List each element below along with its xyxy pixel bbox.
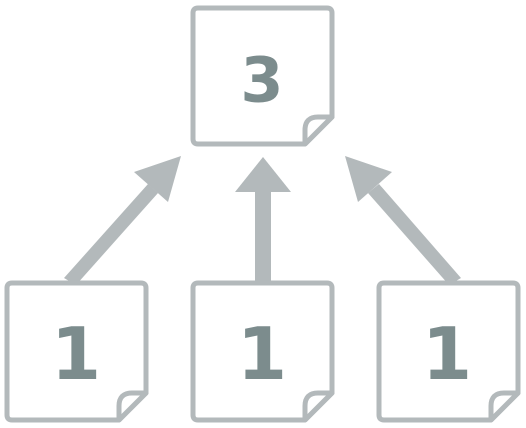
folded-corner-icon (302, 114, 335, 147)
arrow-left-shaft (64, 184, 158, 285)
folded-corner-icon (116, 390, 149, 423)
arrow-left-head (134, 156, 181, 202)
bottom-document-middle: 1 (190, 280, 335, 423)
top-document-number: 3 (240, 44, 283, 117)
arrow-middle-head (235, 157, 291, 192)
bottom-document-left-number: 1 (51, 312, 101, 396)
arrow-middle-to-top (235, 157, 291, 281)
bottom-document-right: 1 (376, 280, 521, 423)
folded-corner-icon (302, 390, 335, 423)
top-document: 3 (190, 5, 335, 147)
folded-corner-icon (488, 390, 521, 423)
arrow-right-to-top (345, 156, 461, 285)
document-page-icon (190, 5, 335, 147)
arrow-left-to-top (64, 156, 181, 285)
bottom-document-middle-number: 1 (237, 312, 287, 396)
bottom-document-left: 1 (4, 280, 149, 423)
arrow-right-shaft (368, 184, 461, 285)
document-page-icon (376, 280, 521, 423)
bottom-document-right-number: 1 (422, 312, 472, 396)
arrow-right-head (345, 156, 392, 202)
arrow-middle-shaft (255, 188, 271, 281)
document-page-icon (190, 280, 335, 423)
document-page-icon (4, 280, 149, 423)
